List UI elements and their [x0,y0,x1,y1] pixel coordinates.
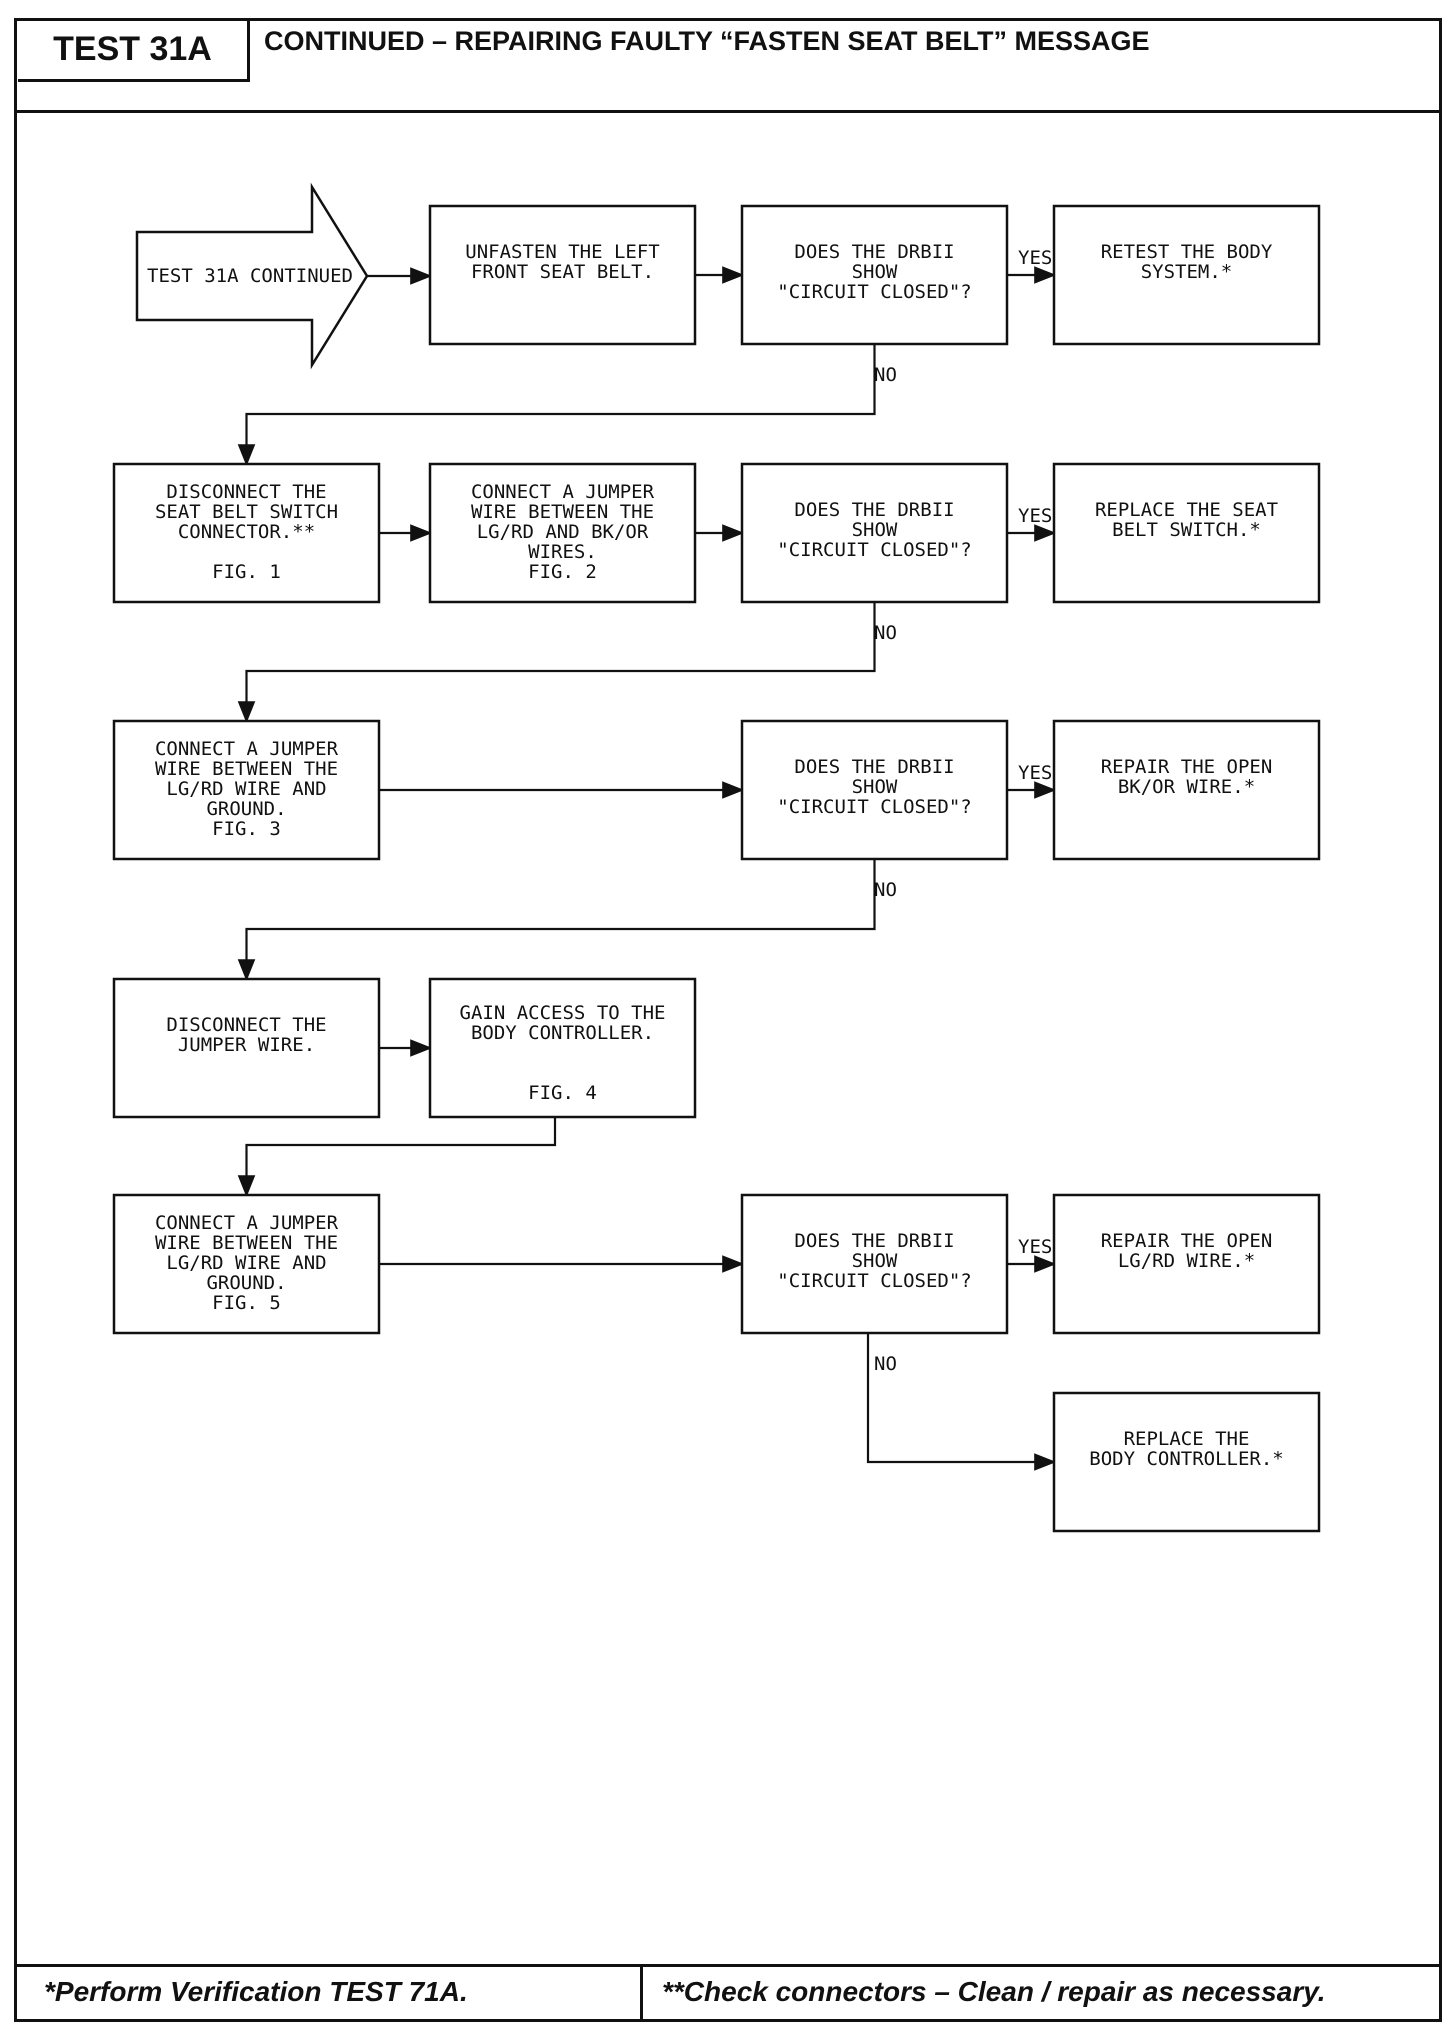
box-text-line: FIG. 1 [212,561,281,583]
box-text-line: BODY CONTROLLER. [471,1022,654,1044]
box-text-line: SEAT BELT SWITCH [155,501,338,523]
box-text-line: FIG. 3 [212,818,281,840]
box-text-line: REPLACE THE [1124,1428,1250,1450]
box-text-line: WIRE BETWEEN THE [155,1232,338,1254]
footer-connector-note: **Check connectors – Clean / repair as n… [662,1976,1326,2007]
box-text-line: SHOW [852,519,898,541]
box-text-line: DOES THE DRBII [794,499,954,521]
box-text-line: SYSTEM.* [1141,261,1233,283]
edge-q2-no [237,602,876,724]
footer-separator [640,1964,643,2020]
box-text-line: DOES THE DRBII [794,1230,954,1252]
box-text-line: REPAIR THE OPEN [1101,756,1273,778]
box-text-line: RETEST THE BODY [1101,241,1273,263]
box-text-line: FIG. 5 [212,1292,281,1314]
box-text-line: LG/RD WIRE AND [166,1252,326,1274]
page-frame [14,18,1442,2022]
box-text-line: FIG. 2 [528,561,597,583]
box-text-line: GROUND. [206,1272,286,1294]
box-text-line: GROUND. [206,798,286,820]
box-text-line: WIRE BETWEEN THE [155,758,338,780]
box-text-line: FRONT SEAT BELT. [471,261,654,283]
branch-label-yes: YES [1018,1236,1052,1258]
box-text-line: DISCONNECT THE [166,481,326,503]
box-text-line: WIRES. [528,541,597,563]
box-text-line: SHOW [852,776,898,798]
branch-label-yes: YES [1018,505,1052,527]
box-text-line: "CIRCUIT CLOSED"? [777,796,971,818]
box-text-line: GAIN ACCESS TO THE [460,1002,666,1024]
box-text-line: DOES THE DRBII [794,756,954,778]
edge-q3-no [237,859,876,982]
footer-divider [14,1964,1442,1967]
edge-q4-no [866,1333,1057,1471]
page-title: CONTINUED – REPAIRING FAULTY “FASTEN SEA… [264,26,1150,56]
box-text-line: SHOW [852,261,898,283]
box-text-line: LG/RD WIRE AND [166,778,326,800]
footer-verification-note: *Perform Verification TEST 71A. [44,1976,468,2007]
box-text-line: FIG. 4 [528,1082,597,1104]
box-text-line: LG/RD AND BK/OR [477,521,649,543]
box-text-line: CONNECT A JUMPER [155,1212,339,1234]
branch-label-yes: YES [1018,762,1052,784]
box-text-line: REPAIR THE OPEN [1101,1230,1273,1252]
box-text-line: CONNECT A JUMPER [155,738,339,760]
box-text-line: UNFASTEN THE LEFT [465,241,659,263]
box-text-line: BELT SWITCH.* [1112,519,1261,541]
branch-label-no: NO [874,879,897,901]
test-id: TEST 31A [18,20,250,82]
edge-q1-no [237,344,876,467]
box-text-line: JUMPER WIRE. [178,1034,315,1056]
branch-label-no: NO [874,364,897,386]
box-text-line: LG/RD WIRE.* [1118,1250,1255,1272]
box-text-line: WIRE BETWEEN THE [471,501,654,523]
start-arrow-shape: TEST 31A CONTINUED [135,182,369,370]
box-text-line: BK/OR WIRE.* [1118,776,1255,798]
branch-label-no: NO [874,1353,897,1375]
box-text-line: CONNECTOR.** [178,521,315,543]
box-text-line: BODY CONTROLLER.* [1089,1448,1283,1470]
box-text-line: "CIRCUIT CLOSED"? [777,539,971,561]
box-text-line: CONNECT A JUMPER [471,481,655,503]
box-text-line: DISCONNECT THE [166,1014,326,1036]
header-divider [14,110,1442,113]
box-text-line: SHOW [852,1250,898,1272]
box-text-line: "CIRCUIT CLOSED"? [777,1270,971,1292]
start-label: TEST 31A CONTINUED [147,265,353,287]
edge-access-to-ground2 [237,1117,557,1198]
box-text-line: "CIRCUIT CLOSED"? [777,281,971,303]
box-text-line: DOES THE DRBII [794,241,954,263]
branch-label-no: NO [874,622,897,644]
branch-label-yes: YES [1018,247,1052,269]
box-text-line: REPLACE THE SEAT [1095,499,1278,521]
